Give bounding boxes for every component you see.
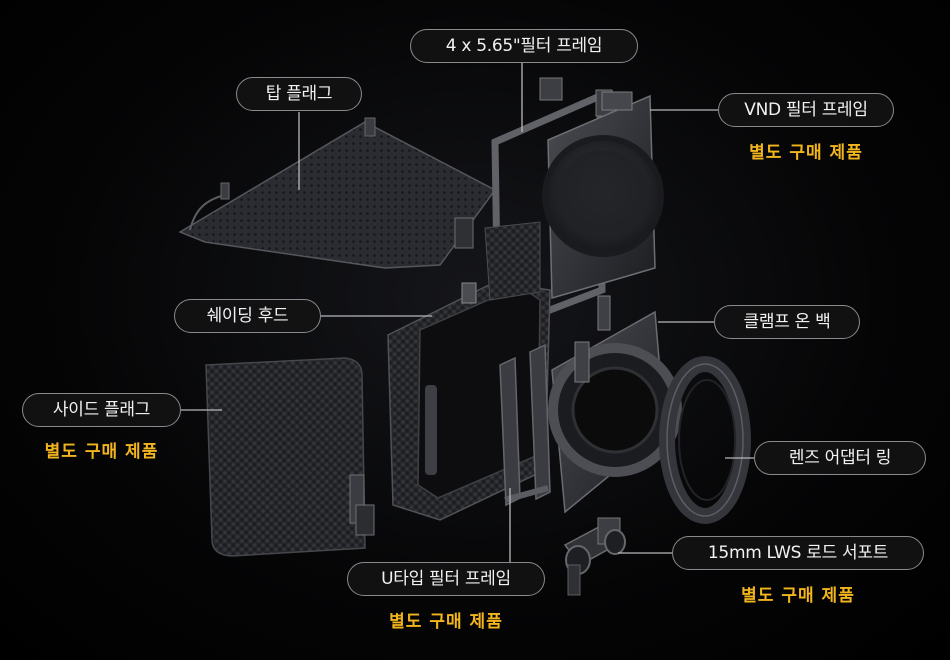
note-vnd-sold-separately: 별도 구매 제품 <box>749 143 863 163</box>
label-top-flag: 탑 플래그 <box>236 77 362 111</box>
callout-lines <box>181 63 754 565</box>
note-rod-sold-separately: 별도 구매 제품 <box>741 586 855 606</box>
label-vnd-filter-frame: VND 필터 프레임 <box>718 93 894 127</box>
top-flag-part <box>178 117 497 269</box>
label-shading-hood: 쉐이딩 후드 <box>174 299 321 333</box>
label-u-type-filter-frame: U타입 필터 프레임 <box>347 562 545 596</box>
clamp-back-part <box>548 295 682 514</box>
note-side-flag-sold-separately: 별도 구매 제품 <box>44 442 159 462</box>
label-side-flag: 사이드 플래그 <box>22 393 181 427</box>
label-rod-support: 15mm LWS 로드 서포트 <box>672 536 924 570</box>
label-lens-adapter-ring: 렌즈 어댑터 링 <box>754 441 926 475</box>
note-u-type-sold-separately: 별도 구매 제품 <box>389 612 503 632</box>
side-flag-part <box>205 357 375 557</box>
rod-support-part <box>563 517 627 596</box>
label-clamp-on-back: 클램프 온 백 <box>714 305 860 339</box>
u-frame-part <box>499 343 551 507</box>
vnd-frame-part <box>542 91 664 299</box>
lens-ring-part <box>659 356 751 524</box>
label-filter-frame-4x565: 4 x 5.65"필터 프레임 <box>410 29 638 63</box>
